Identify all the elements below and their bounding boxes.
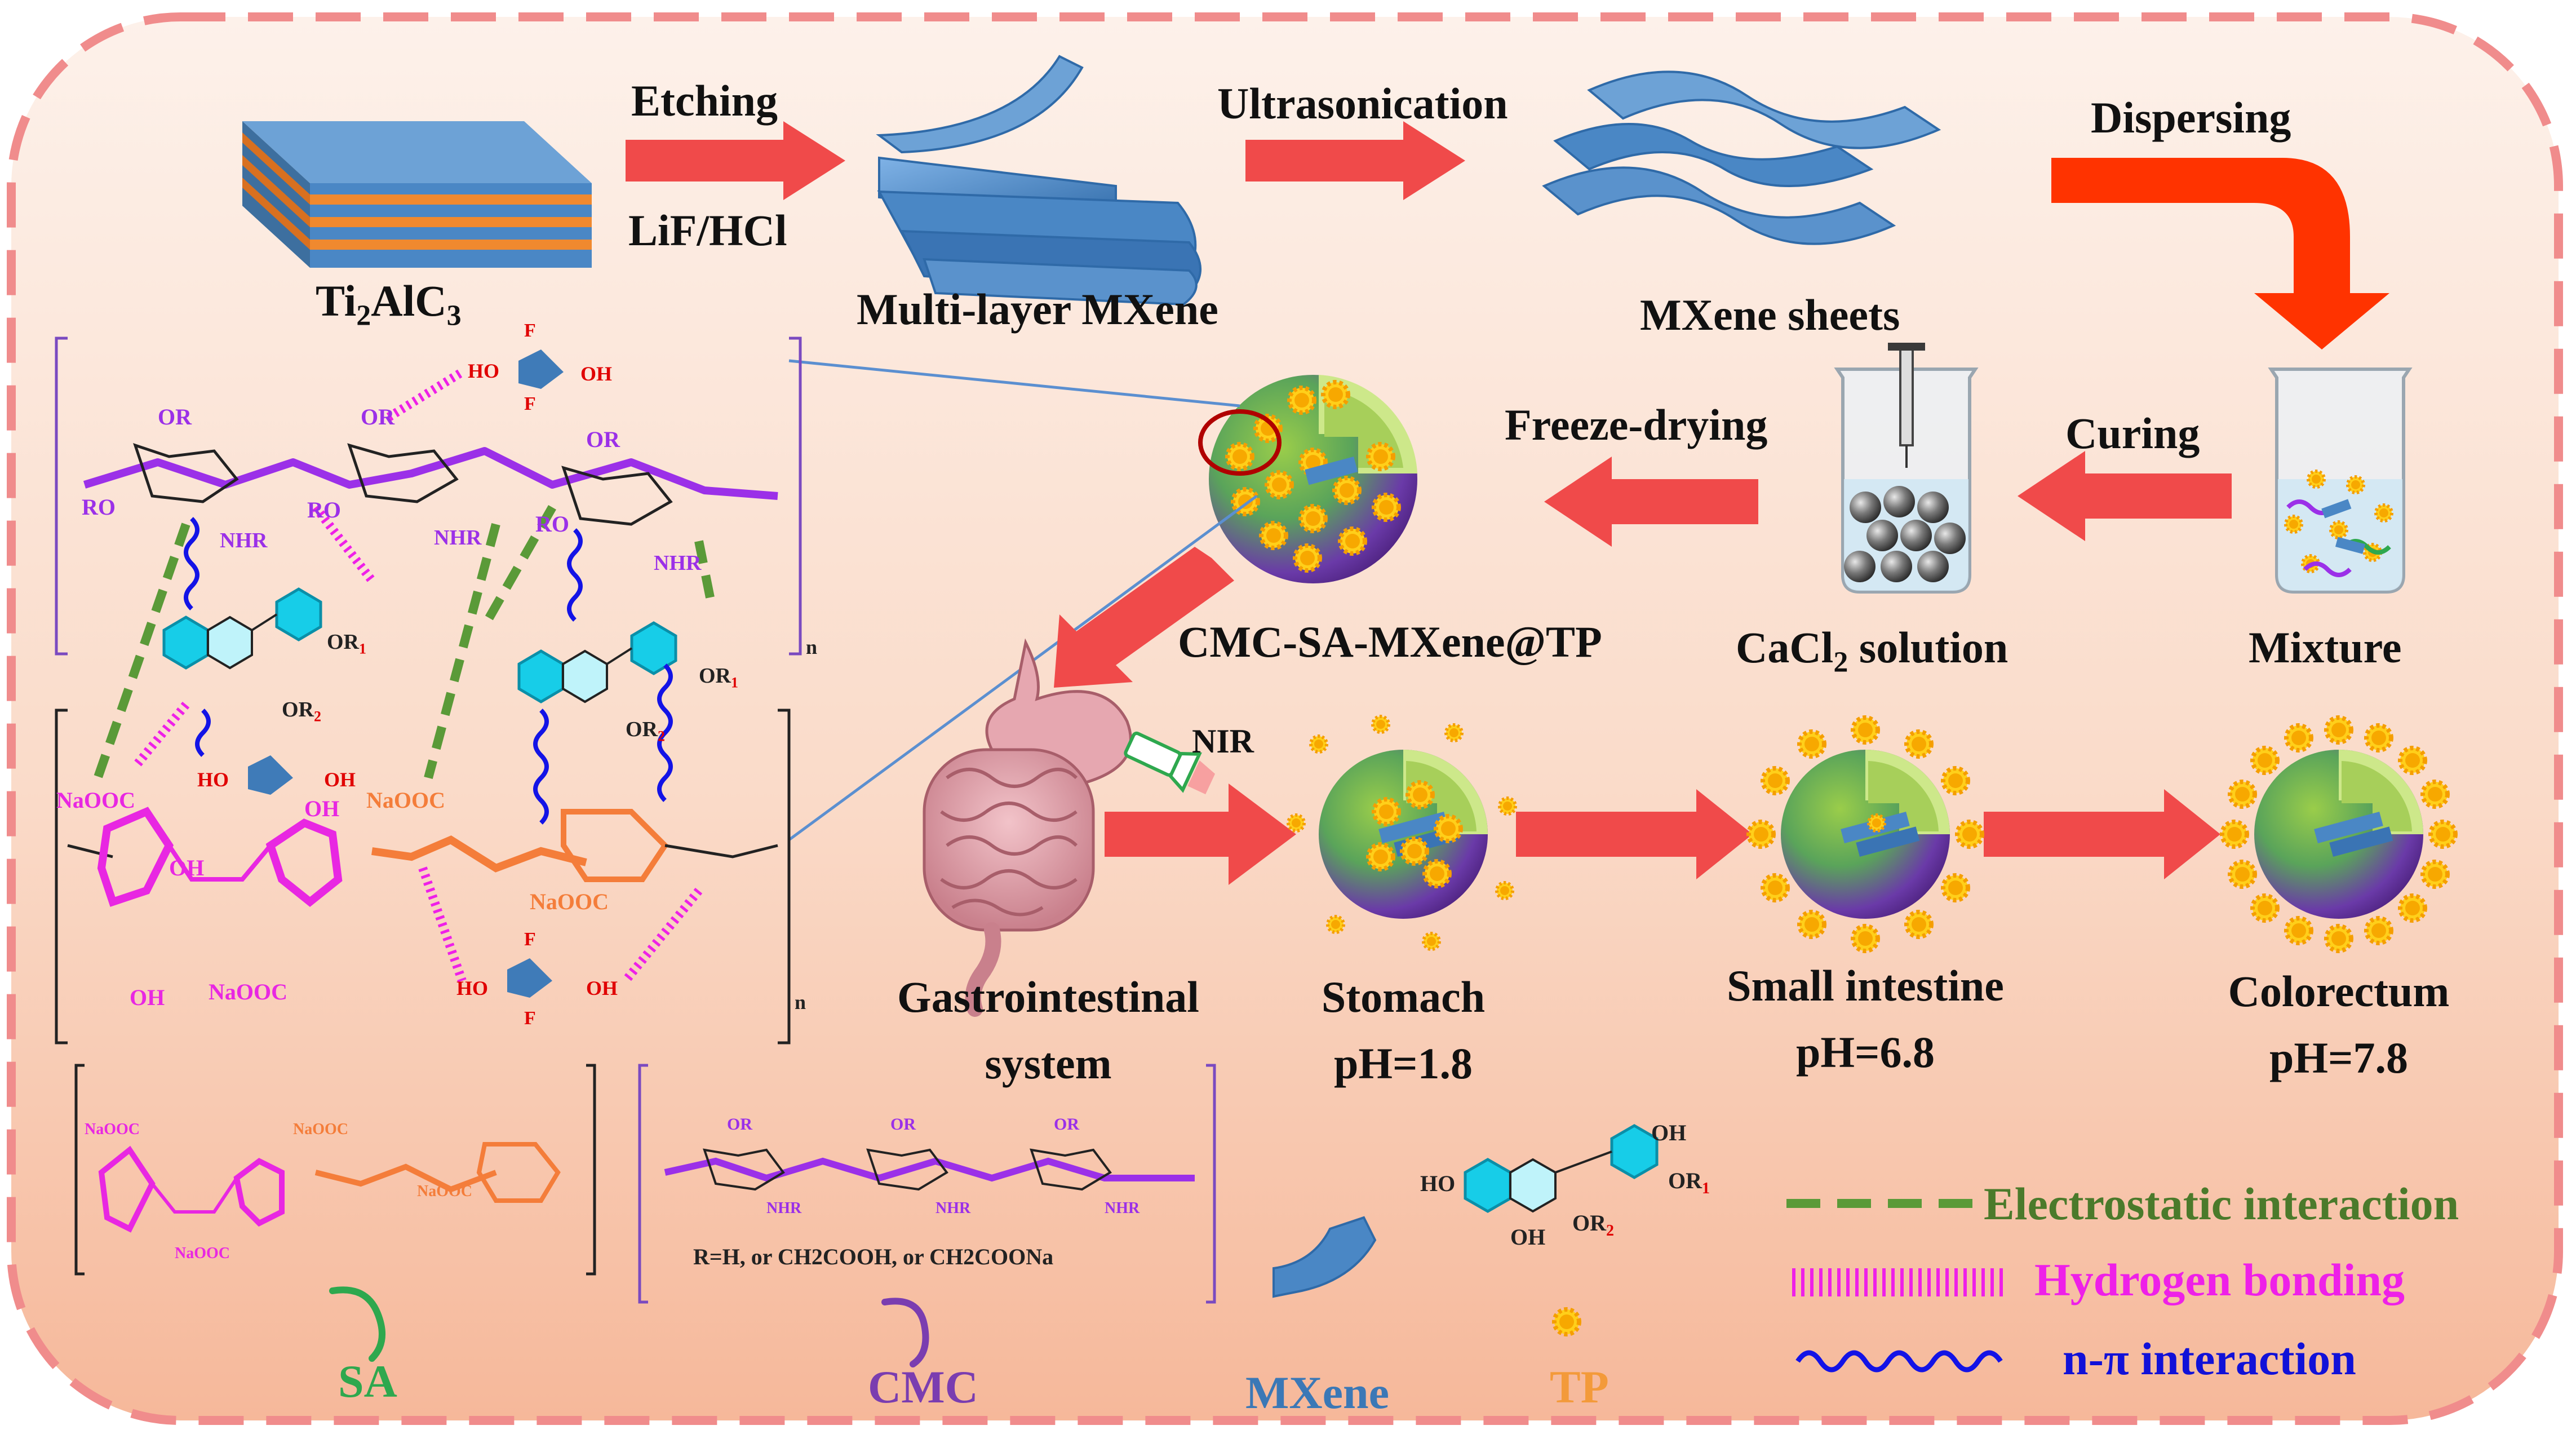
legend-tp-molecule-icon	[1464, 1124, 1659, 1213]
chem-oh-sa3: OH	[304, 796, 340, 821]
dispersing-label: Dispersing	[2091, 93, 2291, 142]
legend-mxene-sheet-icon	[1273, 1216, 1377, 1298]
chem-naooc-1: NaOOC	[56, 787, 135, 813]
chem-naooc-7: NaOOC	[293, 1121, 348, 1138]
chem-or-3: OR	[586, 427, 620, 452]
chem-or2-1: OR2	[282, 698, 321, 725]
legend-npi-label: n-π interaction	[2063, 1333, 2356, 1384]
legend-sa-label: SA	[338, 1356, 397, 1407]
ultrasonication-label: Ultrasonication	[1217, 79, 1508, 128]
legend-electrostatic-label: Electrostatic interaction	[1984, 1178, 2459, 1229]
chem-or-4: OR	[727, 1115, 752, 1134]
chem-nhr-2: NHR	[434, 526, 482, 550]
tp-oh-2: OH	[1651, 1120, 1687, 1145]
chem-ro-2: RO	[307, 497, 341, 523]
chem-oh-sa2: OH	[130, 985, 165, 1010]
intestine-to-colon-arrow	[1984, 789, 2220, 879]
legend-tp-label: TP	[1550, 1361, 1609, 1413]
multilayer-mxene-label: Multi-layer MXene	[857, 285, 1218, 334]
chem-nhr-5: NHR	[935, 1199, 971, 1217]
chem-f-mx1b: F	[524, 393, 536, 414]
freeze-drying-arrow	[1544, 457, 1758, 547]
chem-or2-2: OR2	[626, 718, 665, 745]
chem-f-mx3b: F	[524, 1008, 536, 1029]
dispersing-arrow	[2051, 158, 2389, 349]
nir-lamp-icon	[1124, 731, 1216, 795]
chem-nhr-3: NHR	[654, 551, 702, 575]
ti2alc3-label: Ti2AlC3	[316, 276, 462, 332]
stomach-label: Stomach pH=1.8	[1321, 972, 1486, 1088]
to-gi-arrow	[1054, 547, 1234, 688]
colorectum-sphere-icon	[2222, 718, 2455, 951]
legend-mxene-label: MXene	[1245, 1367, 1390, 1418]
legend-cmc-label: CMC	[868, 1361, 978, 1413]
mixture-label: Mixture	[2249, 623, 2402, 672]
chem-naooc-5: NaOOC	[85, 1121, 140, 1138]
tp-or2: OR2	[1572, 1210, 1614, 1240]
chem-f-mx1a: F	[524, 320, 536, 341]
chem-naooc-4: NaOOC	[530, 889, 609, 914]
chem-or-1: OR	[158, 404, 192, 430]
chem-nhr-1: NHR	[220, 529, 268, 552]
curing-label: Curing	[2065, 409, 2200, 458]
product-sphere-icon	[1198, 375, 1417, 583]
tp-ho-1: HO	[1420, 1171, 1456, 1196]
mxene-sheets-icon	[1542, 70, 1941, 245]
gi-system-label: Gastrointestinal system	[897, 972, 1199, 1088]
product-label: CMC-SA-MXene@TP	[1178, 617, 1602, 666]
tp-oh-1: OH	[1510, 1224, 1546, 1250]
gi-tract-icon	[923, 638, 1132, 1017]
nir-label: NIR	[1192, 723, 1254, 760]
curing-arrow	[2018, 451, 2232, 541]
r-definition: R=H, or CH2COOH, or CH2COONa	[693, 1244, 1054, 1269]
chem-n-2: n	[795, 991, 806, 1013]
ti2alc3-stack-icon	[242, 121, 592, 268]
chem-f-mx3a: F	[524, 929, 536, 950]
ultrasonication-arrow	[1245, 121, 1465, 200]
legend-tp-sun-icon	[1554, 1309, 1579, 1334]
etching-label: Etching	[631, 76, 778, 125]
chem-ho-mx3: HO	[456, 977, 489, 999]
freeze-drying-label: Freeze-drying	[1505, 400, 1768, 449]
chem-oh-mx1: OH	[580, 362, 613, 385]
legend-hbond-label: Hydrogen bonding	[2034, 1254, 2405, 1305]
chemical-structure-diagram	[55, 337, 1216, 1304]
legend-cmc-curve-icon	[881, 1298, 929, 1367]
multilayer-mxene-icon	[876, 55, 1201, 306]
chem-or-2: OR	[361, 404, 394, 430]
chem-or-6: OR	[1054, 1115, 1079, 1134]
chem-or-5: OR	[890, 1115, 916, 1134]
chem-oh-sa1: OH	[169, 855, 205, 880]
chem-oh-mx3: OH	[586, 977, 618, 999]
chem-ro-3: RO	[535, 511, 569, 537]
chem-n-1: n	[806, 636, 818, 658]
cacl2-label: CaCl2 solution	[1736, 623, 2009, 679]
mxene-sheets-label: MXene sheets	[1640, 290, 1900, 339]
chem-or1-1: OR1	[327, 630, 366, 657]
small-intestine-label: Small intestine pH=6.8	[1727, 961, 2004, 1077]
chem-nhr-4: NHR	[766, 1199, 802, 1217]
cacl2-beaker-icon	[1837, 343, 1975, 592]
chem-naooc-8: NaOOC	[417, 1183, 472, 1200]
chem-ro-1: RO	[82, 494, 116, 520]
gi-to-stomach-arrow	[1105, 784, 1296, 885]
chem-naooc-6: NaOOC	[175, 1245, 230, 1262]
chem-oh-mx2: OH	[324, 768, 356, 791]
chem-or1-2: OR1	[699, 664, 738, 691]
colorectum-label: Colorectum pH=7.8	[2228, 967, 2450, 1082]
legend-npi-wave	[1795, 1350, 2003, 1373]
chem-ho-mx2: HO	[197, 768, 229, 791]
mixture-beaker-icon	[2271, 369, 2409, 592]
tp-or1: OR1	[1668, 1168, 1710, 1197]
stomach-to-intestine-arrow	[1516, 789, 1753, 879]
chem-naooc-2: NaOOC	[209, 979, 287, 1004]
legend-sa-curve-icon	[329, 1286, 385, 1362]
chem-ho-mx1: HO	[468, 360, 500, 382]
lif-hcl-label: LiF/HCl	[628, 206, 787, 255]
etching-arrow	[626, 121, 845, 200]
chem-nhr-6: NHR	[1105, 1199, 1140, 1217]
chem-naooc-3: NaOOC	[366, 787, 445, 813]
